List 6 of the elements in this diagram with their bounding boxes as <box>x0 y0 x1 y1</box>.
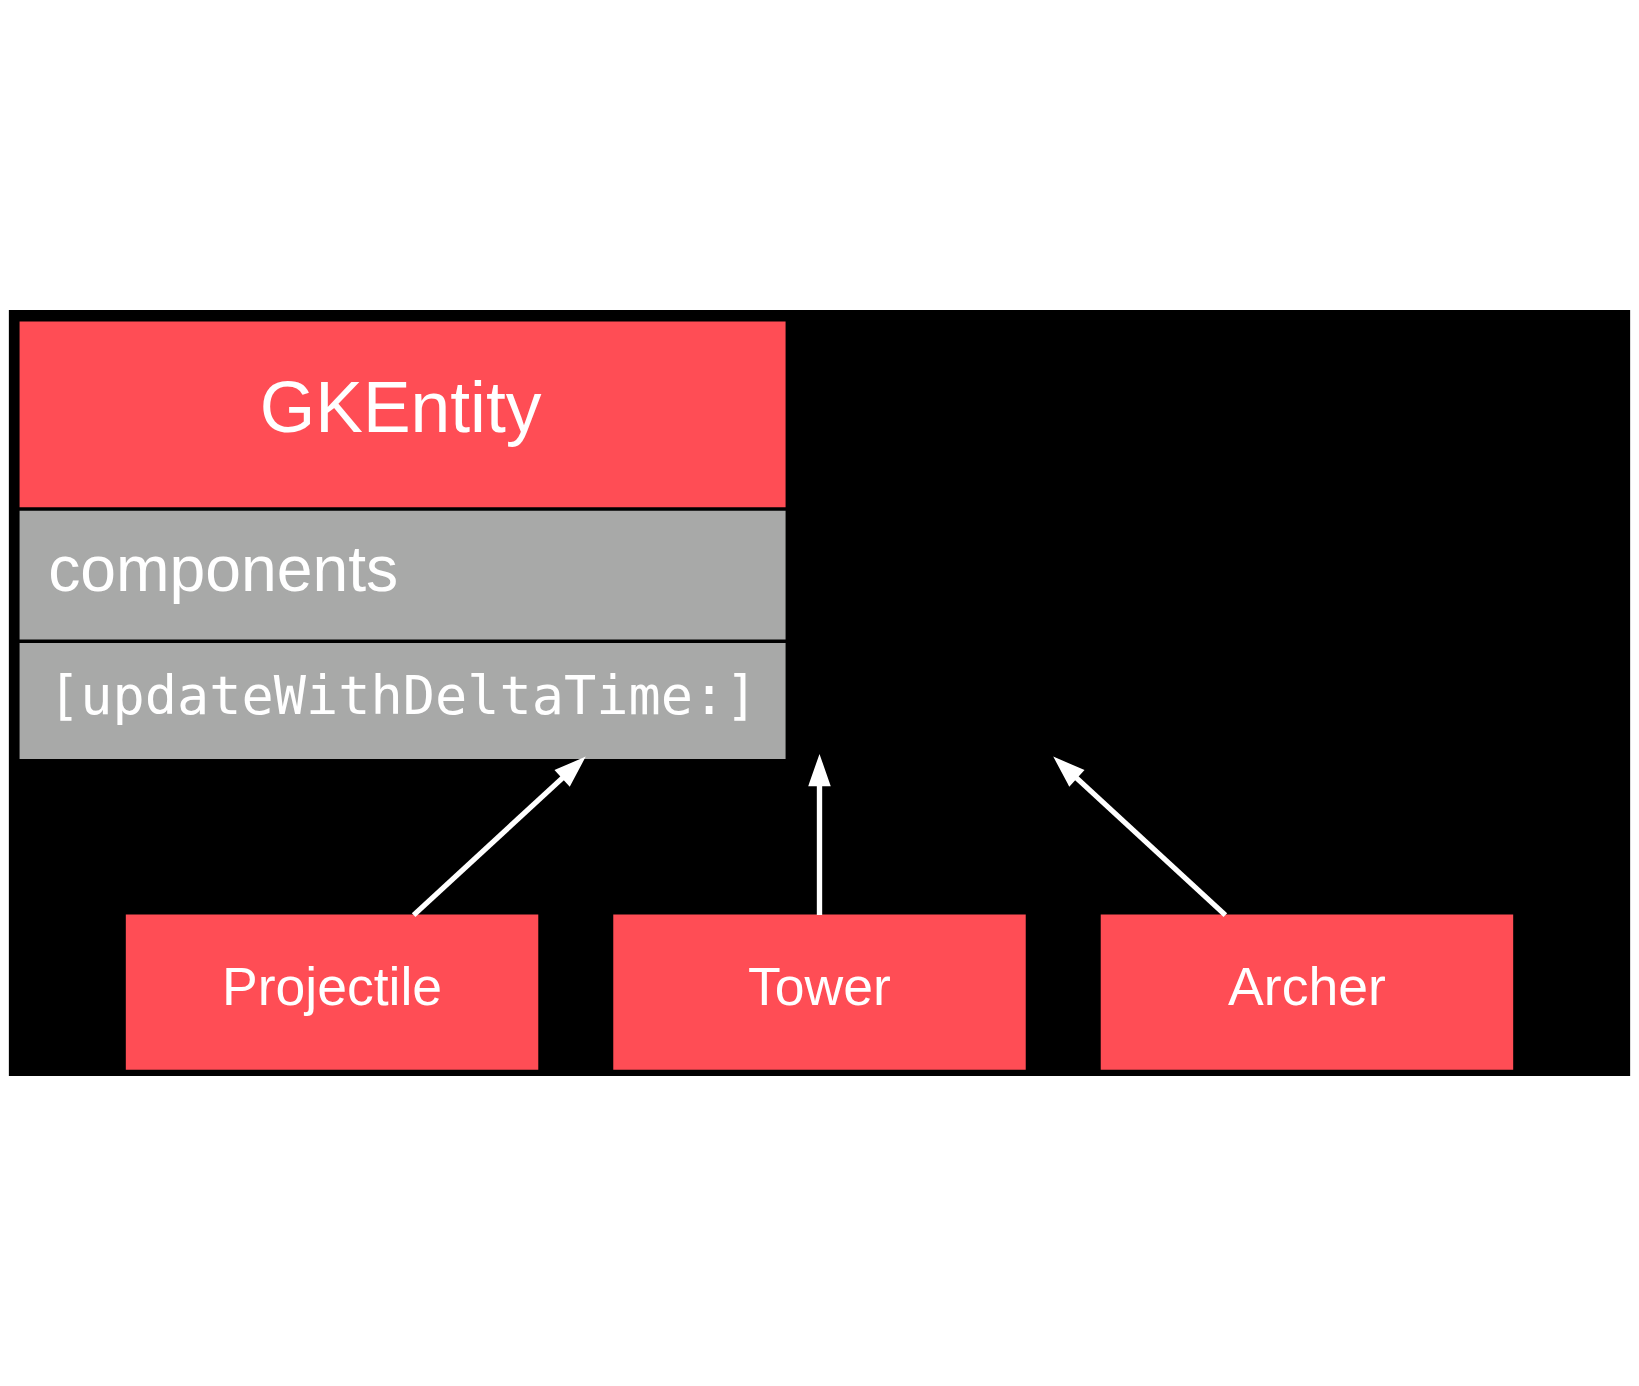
arrow <box>1053 756 1228 918</box>
node-box: Projectile <box>125 914 539 1070</box>
arrow <box>808 753 831 916</box>
node-box: Archer <box>1100 914 1514 1070</box>
arrow <box>411 756 586 918</box>
node-box: Tower <box>613 914 1026 1070</box>
